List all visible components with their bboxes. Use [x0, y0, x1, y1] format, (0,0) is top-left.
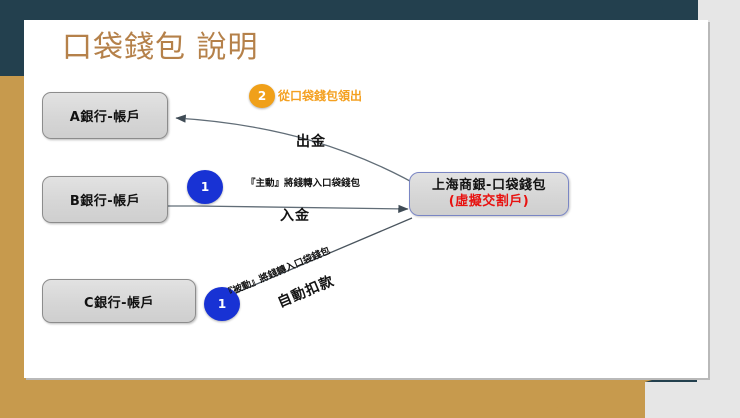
box-wallet-line2: (虛擬交割戶)	[448, 194, 530, 209]
box-wallet-line1: 上海商銀-口袋錢包	[432, 178, 546, 193]
label-deposit-title: 入金	[280, 208, 310, 224]
badge-step-1-autodebit-number: 1	[217, 297, 227, 311]
box-bank-b-label: B銀行-帳戶	[69, 194, 141, 209]
box-bank-b[interactable]: B銀行-帳戶	[42, 176, 168, 223]
label-withdraw-title: 出金	[296, 134, 326, 150]
label-withdraw-caption: 從口袋錢包領出	[278, 89, 363, 103]
badge-step-1-deposit[interactable]: 1	[187, 170, 223, 204]
label-deposit-caption: 『主動』將錢轉入口袋錢包	[246, 178, 361, 189]
badge-step-2-number: 2	[257, 89, 267, 103]
page-title: 口袋錢包 說明	[62, 30, 259, 65]
badge-step-1-deposit-number: 1	[200, 180, 210, 194]
box-wallet[interactable]: 上海商銀-口袋錢包 (虛擬交割戶)	[409, 172, 569, 216]
box-bank-c-label: C銀行-帳戶	[84, 295, 154, 311]
badge-step-1-autodebit[interactable]: 1	[204, 287, 240, 321]
slide-frame-gold-corner	[522, 380, 652, 418]
box-bank-a[interactable]: A銀行-帳戶	[42, 92, 168, 139]
slide-canvas: 口袋錢包 說明 A銀行-帳戶 B銀行-帳戶 C銀行-帳戶	[24, 20, 708, 378]
label-autodebit-title: 自動扣款	[275, 272, 337, 312]
box-bank-c[interactable]: C銀行-帳戶	[42, 279, 196, 323]
box-bank-a-label: A銀行-帳戶	[69, 110, 141, 125]
badge-step-2-withdraw[interactable]: 2	[249, 84, 275, 108]
